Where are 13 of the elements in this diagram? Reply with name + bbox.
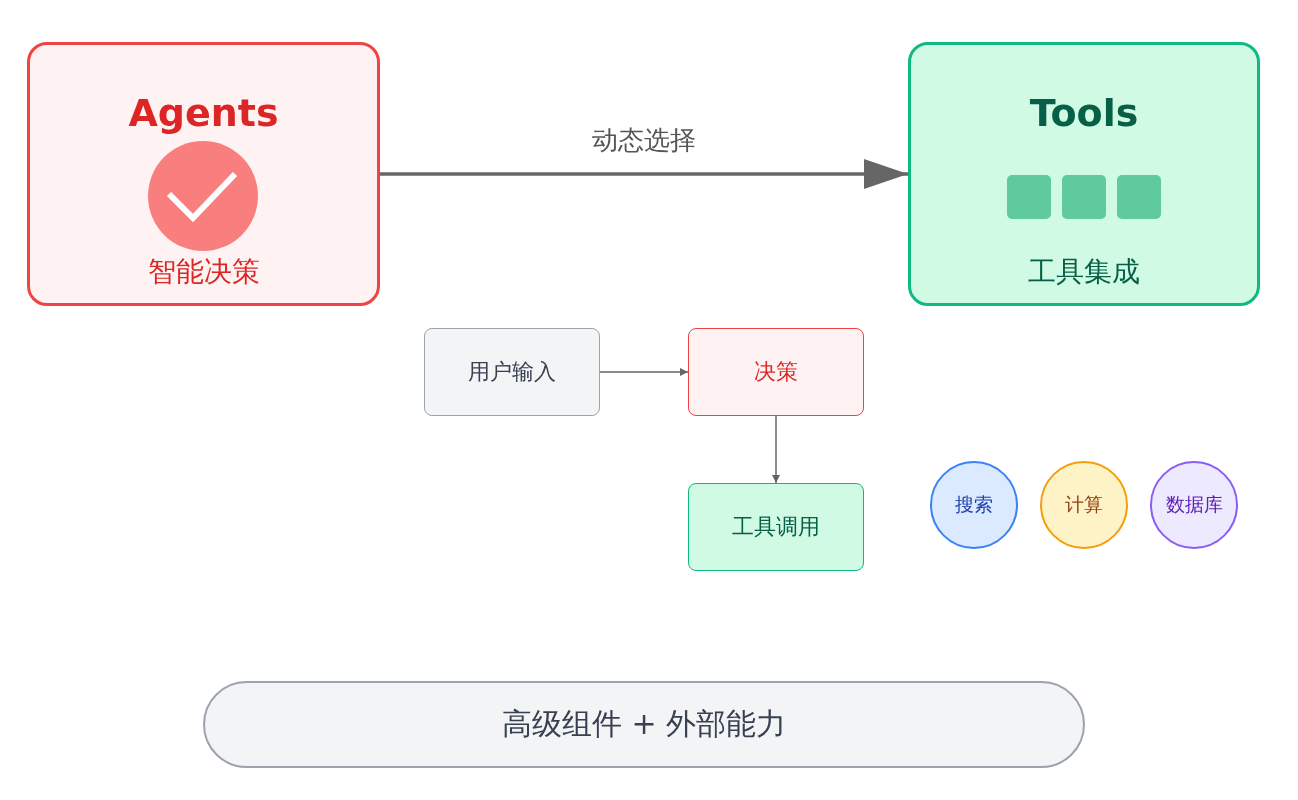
- card-title: Agents: [127, 91, 280, 135]
- tool-circle: 计算: [1040, 461, 1128, 549]
- card-caption: 智能决策: [146, 255, 261, 289]
- process-box: 决策: [688, 328, 864, 416]
- tool-circle: 数据库: [1150, 461, 1238, 549]
- agent-card: [27, 42, 380, 306]
- process-box: 工具调用: [688, 483, 864, 571]
- tool-card: [908, 42, 1260, 306]
- tool-circle: 搜索: [930, 461, 1018, 549]
- card-title: Tools: [1028, 91, 1140, 135]
- process-box: 用户输入: [424, 328, 600, 416]
- summary-pill: 高级组件 + 外部能力: [203, 681, 1085, 768]
- card-caption: 工具集成: [1027, 255, 1141, 289]
